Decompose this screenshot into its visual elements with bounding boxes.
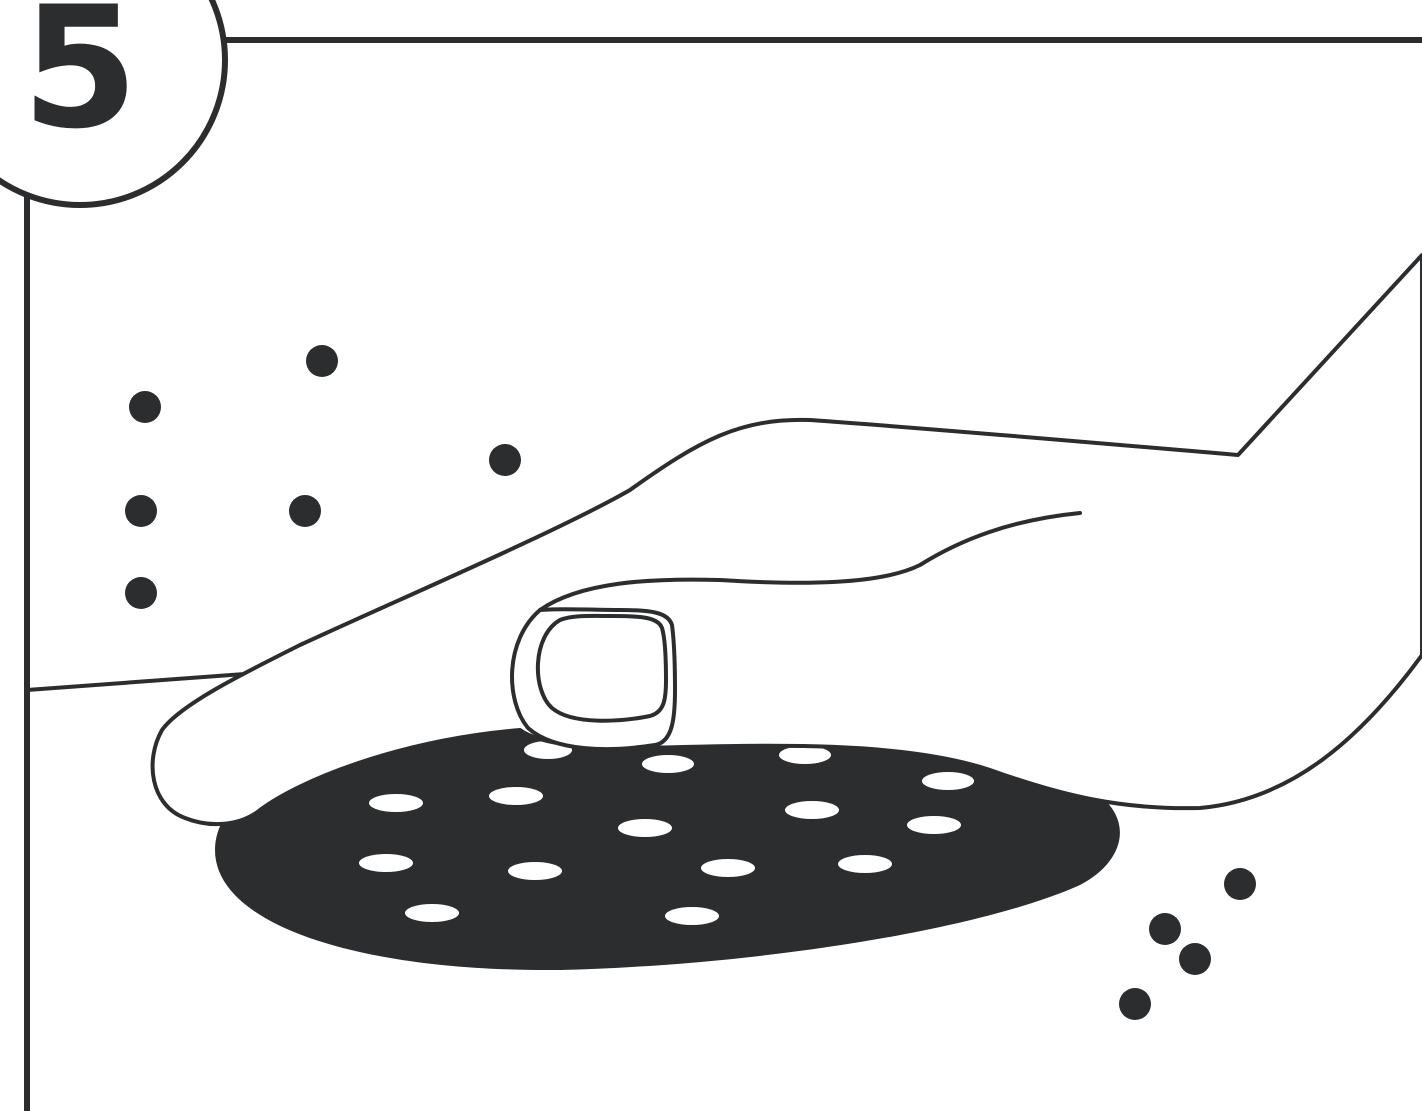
disc-hole (489, 787, 543, 805)
dust-particle (1149, 913, 1181, 945)
disc-hole (701, 859, 755, 877)
dust-particle (1119, 988, 1151, 1020)
disc-hole (642, 755, 694, 773)
step-number: 5 (22, 0, 139, 166)
dust-particle (129, 391, 161, 423)
hand-icon (153, 255, 1422, 824)
disc-hole (618, 819, 672, 837)
dust-particle (1224, 868, 1256, 900)
disc-hole (359, 854, 413, 872)
disc-hole (405, 904, 459, 922)
hand-outline (153, 255, 1422, 824)
step-badge: 5 (0, 0, 225, 205)
dust-particle (489, 444, 521, 476)
disc-hole (779, 746, 831, 764)
disc-hole (785, 801, 839, 819)
disc-hole (665, 907, 719, 925)
dust-particle (306, 345, 338, 377)
dust-particle (125, 495, 157, 527)
dust-particle (289, 495, 321, 527)
dust-particle (125, 577, 157, 609)
dust-particle (1179, 943, 1211, 975)
disc-hole (369, 794, 423, 812)
disc-hole (508, 862, 562, 880)
thumbnail (538, 616, 666, 721)
disc-hole (922, 772, 974, 790)
disc-hole (907, 816, 961, 834)
disc-hole (838, 855, 892, 873)
